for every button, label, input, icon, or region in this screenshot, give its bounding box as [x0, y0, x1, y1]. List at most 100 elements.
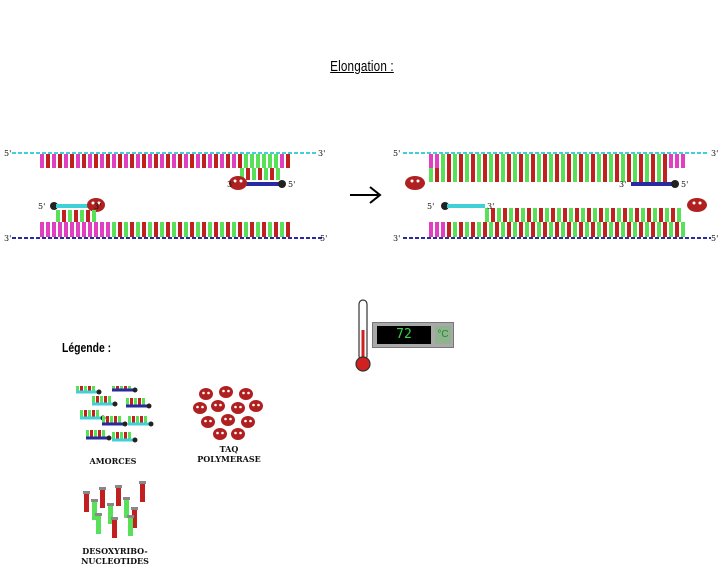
- base-bar: [258, 168, 262, 180]
- base-bar: [184, 222, 188, 237]
- base-bar: [130, 154, 134, 168]
- base-bar: [104, 396, 107, 404]
- taq-eye: [222, 389, 225, 393]
- base-bar: [605, 208, 609, 222]
- base-bar: [645, 154, 649, 168]
- base-bar: [515, 208, 519, 222]
- base-bar: [270, 168, 274, 180]
- base-bar: [645, 168, 649, 182]
- bottom-primer: [441, 202, 485, 210]
- base-bar: [477, 168, 481, 182]
- base-bar: [127, 515, 134, 518]
- base-bar: [615, 154, 619, 168]
- taq-eye: [249, 419, 252, 423]
- base-bar: [503, 208, 507, 222]
- base-bar: [581, 208, 585, 222]
- taq-eye: [239, 405, 242, 409]
- base-bar: [136, 154, 140, 168]
- base-bar: [593, 208, 597, 222]
- base-bar: [441, 222, 445, 237]
- base-bar: [124, 500, 129, 518]
- label-3prime: 3': [619, 180, 626, 189]
- base-bar: [591, 222, 595, 237]
- primer-end: [148, 421, 154, 427]
- base-bar: [128, 432, 131, 440]
- base-bar: [513, 168, 517, 182]
- base-bar: [134, 398, 137, 406]
- base-bar: [154, 154, 158, 168]
- base-bar: [537, 168, 541, 182]
- base-bar: [639, 222, 643, 237]
- base-bar: [52, 222, 56, 237]
- base-bar: [276, 168, 280, 180]
- base-bar: [84, 494, 89, 512]
- base-bar: [256, 222, 260, 237]
- base-bar: [537, 222, 541, 237]
- base-bar: [549, 154, 553, 168]
- base-bar: [140, 484, 145, 502]
- base-bar: [110, 416, 113, 424]
- base-bar: [144, 416, 147, 424]
- base-bar: [657, 222, 661, 237]
- base-bar: [148, 154, 152, 168]
- taq-eye: [202, 391, 205, 395]
- base-bar: [140, 416, 143, 424]
- base-bar: [555, 168, 559, 182]
- base-bar: [491, 208, 495, 222]
- base-bar: [250, 222, 254, 237]
- base-bar: [627, 154, 631, 168]
- base-bar: [131, 507, 138, 510]
- base-bar: [252, 168, 256, 180]
- base-bar: [274, 222, 278, 237]
- taq-eye: [196, 405, 199, 409]
- base-bar: [545, 208, 549, 222]
- base-bar: [232, 222, 236, 237]
- base-bar: [202, 222, 206, 237]
- base-bar: [106, 154, 110, 168]
- base-bar: [80, 410, 83, 418]
- label-5prime: 5': [393, 149, 400, 158]
- base-bar: [76, 222, 80, 237]
- base-bar: [591, 154, 595, 168]
- base-bar: [647, 208, 651, 222]
- base-bar: [615, 222, 619, 237]
- right-arrow-icon: [350, 186, 382, 204]
- base-bar: [675, 154, 679, 168]
- taq-blob: [211, 400, 225, 412]
- base-bar: [575, 208, 579, 222]
- base-bar: [118, 222, 122, 237]
- base-bar: [64, 154, 68, 168]
- base-bar: [627, 222, 631, 237]
- base-bar: [76, 386, 79, 392]
- base-bar: [280, 222, 284, 237]
- base-bar: [84, 410, 87, 418]
- base-bar: [633, 222, 637, 237]
- bottom-strand-bases: [429, 208, 685, 237]
- page-title: Elongation :: [330, 58, 394, 75]
- base-bar: [95, 513, 102, 516]
- base-bar: [70, 154, 74, 168]
- taq-polymerase-icon: [687, 198, 707, 212]
- base-bar: [116, 386, 119, 390]
- base-bar: [124, 154, 128, 168]
- taq-eye: [252, 403, 255, 407]
- base-bar: [551, 208, 555, 222]
- label-3prime: 3': [94, 202, 101, 211]
- base-bar: [525, 168, 529, 182]
- base-bar: [651, 168, 655, 182]
- taq-eye: [227, 389, 230, 393]
- taq-eye: [239, 431, 242, 435]
- base-bar: [657, 154, 661, 168]
- label-5prime: 5': [4, 149, 11, 158]
- base-bar: [435, 222, 439, 237]
- base-bar: [659, 208, 663, 222]
- primer-end: [122, 421, 128, 427]
- taq-eye: [221, 431, 224, 435]
- top-strand-bases: [40, 154, 290, 180]
- base-bar: [597, 154, 601, 168]
- base-bar: [100, 396, 103, 404]
- label-5prime: 5': [38, 202, 45, 211]
- base-bar: [549, 222, 553, 237]
- base-bar: [483, 168, 487, 182]
- taq-eye: [209, 419, 212, 423]
